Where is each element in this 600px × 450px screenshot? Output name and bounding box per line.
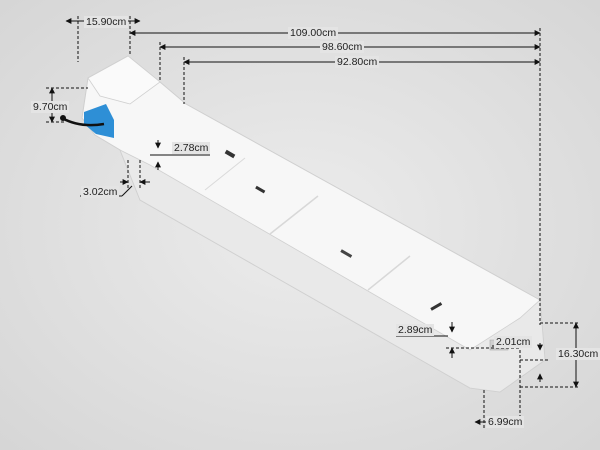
dim-lip: 2.01cm bbox=[494, 336, 533, 348]
dim-length-2: 98.60cm bbox=[320, 41, 365, 53]
dim-end-height: 16.30cm bbox=[556, 348, 600, 360]
dim-slot-width: 2.78cm bbox=[172, 142, 211, 154]
dim-width-top: 15.90cm bbox=[84, 16, 129, 28]
blue-block bbox=[84, 104, 114, 138]
dim-end-width: 6.99cm bbox=[486, 416, 525, 428]
dim-height-end: 9.70cm bbox=[31, 101, 70, 113]
dim-slot-depth: 3.02cm bbox=[81, 186, 120, 198]
dim-length-3: 92.80cm bbox=[335, 56, 380, 68]
dim-slot-end: 2.89cm bbox=[396, 324, 435, 336]
dim-length-overall: 109.00cm bbox=[288, 27, 339, 39]
